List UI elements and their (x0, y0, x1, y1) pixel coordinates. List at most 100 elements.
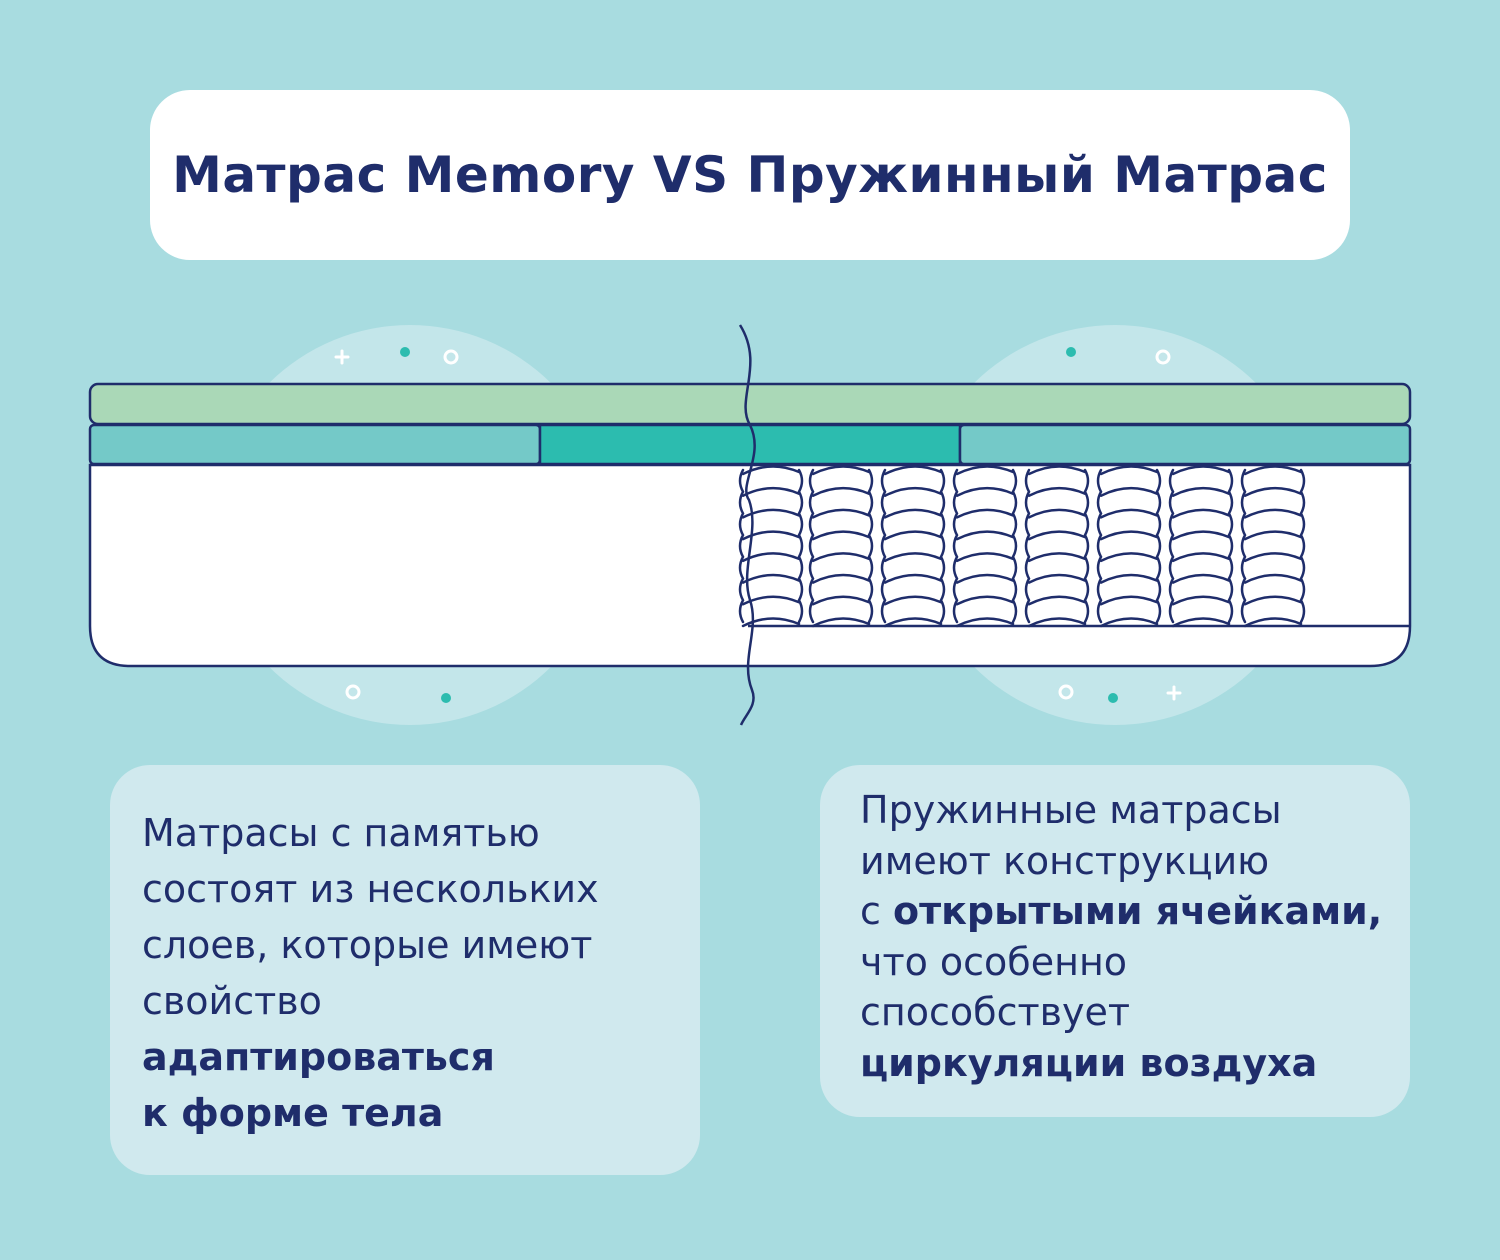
base-layer (88, 463, 1412, 668)
spring-side (1168, 468, 1175, 624)
spring-coil (1171, 465, 1231, 476)
spring-coil (741, 595, 801, 606)
middle-layer-right (958, 423, 1412, 466)
ring-icon (345, 684, 361, 700)
spring-description-text: Пружинные матрасы имеют конструкцию с от… (860, 785, 1410, 1088)
spring-coil (741, 530, 801, 541)
spring-side (738, 468, 745, 624)
memory-text-line-4: свойство (142, 979, 322, 1023)
spring-coil (1099, 508, 1159, 519)
spring-coil (1243, 595, 1303, 606)
spring-coil (1243, 617, 1303, 628)
spring-coil (1171, 530, 1231, 541)
spring-coil (1243, 465, 1303, 476)
cut-line (738, 324, 756, 726)
pocket-spring-icon (808, 465, 874, 628)
spring-coil (1171, 552, 1231, 563)
spring-coil (883, 530, 943, 541)
spring-side (880, 468, 887, 624)
spring-coil (1027, 530, 1087, 541)
plus-icon (1166, 685, 1182, 701)
spring-coil (1027, 486, 1087, 497)
memory-text-line-5: адаптироваться (142, 1035, 495, 1079)
pocket-spring-icon (1240, 465, 1306, 628)
spring-description-card: Пружинные матрасы имеют конструкцию с от… (820, 765, 1410, 1117)
spring-coil (1027, 595, 1087, 606)
spring-coil (1027, 465, 1087, 476)
spring-coil (811, 595, 871, 606)
spring-coil (955, 552, 1015, 563)
spring-coil (811, 530, 871, 541)
memory-text-line-3: слоев, которые имеют (142, 923, 593, 967)
spring-coil (811, 552, 871, 563)
spring-coil (883, 486, 943, 497)
pocket-spring-icon (1096, 465, 1162, 628)
spring-coil (883, 465, 943, 476)
spring-coil (955, 573, 1015, 584)
spring-coil (1171, 486, 1231, 497)
ring-icon (1155, 349, 1171, 365)
spring-coil (883, 595, 943, 606)
pocket-spring-icon (1024, 465, 1090, 628)
spring-text-line-6-bold: циркуляции воздуха (860, 1040, 1318, 1085)
spring-text-line-1: Пружинные матрасы (860, 788, 1282, 832)
spring-coil (955, 508, 1015, 519)
spring-coil (955, 486, 1015, 497)
spring-unit (738, 465, 1306, 628)
spring-coil (955, 465, 1015, 476)
spring-coil (811, 508, 871, 519)
spring-text-line-5: способствует (860, 990, 1130, 1034)
spring-text-line-3-prefix: с (860, 889, 893, 933)
spring-text-line-4: что особенно (860, 939, 1128, 984)
memory-text-line-1: Матрасы с памятью (142, 811, 540, 855)
spring-coil (1027, 552, 1087, 563)
page-title: Матрас Memory VS Пружинный Матрас (172, 146, 1328, 204)
top-comfort-layer (88, 382, 1412, 426)
dot-icon (441, 693, 451, 703)
ring-icon (443, 349, 459, 365)
dot-icon (1108, 693, 1118, 703)
dot-icon (1066, 347, 1076, 357)
spring-coil (883, 508, 943, 519)
spring-coil (811, 465, 871, 476)
spring-coil (741, 617, 801, 628)
decor-right-bottom (1058, 684, 1182, 703)
spring-coil (955, 595, 1015, 606)
spring-side (952, 468, 959, 624)
spring-text-line-3: с открытыми ячейками, (860, 886, 1410, 937)
spring-coil (883, 573, 943, 584)
spring-coil (1099, 595, 1159, 606)
spring-coil (1099, 573, 1159, 584)
spring-coil (1243, 552, 1303, 563)
spring-coil (1027, 617, 1087, 628)
spring-coil (811, 573, 871, 584)
spring-coil (811, 486, 871, 497)
middle-layer-left (88, 423, 542, 466)
pocket-spring-icon (1168, 465, 1234, 628)
spring-text-line-3-bold: открытыми ячейками, (892, 889, 1383, 933)
spring-coil (811, 617, 871, 628)
spring-coil (1099, 552, 1159, 563)
plus-icon (334, 349, 350, 365)
title-card: Матрас Memory VS Пружинный Матрас (150, 90, 1350, 260)
spring-coil (883, 617, 943, 628)
pocket-spring-icon (952, 465, 1018, 628)
pocket-spring-icon (880, 465, 946, 628)
spring-coil (955, 617, 1015, 628)
spring-coil (1099, 530, 1159, 541)
spring-coil (883, 552, 943, 563)
decor-left-bottom (345, 684, 451, 703)
spring-coil (1099, 465, 1159, 476)
memory-text-line-6: к форме тела (142, 1091, 444, 1135)
spring-side (1096, 468, 1103, 624)
spring-coil (1099, 617, 1159, 628)
decor-right-top (1066, 347, 1171, 365)
spring-coil (1171, 573, 1231, 584)
spring-coil (1243, 530, 1303, 541)
spring-coil (1171, 508, 1231, 519)
spring-side (808, 468, 815, 624)
spring-coil (1099, 486, 1159, 497)
